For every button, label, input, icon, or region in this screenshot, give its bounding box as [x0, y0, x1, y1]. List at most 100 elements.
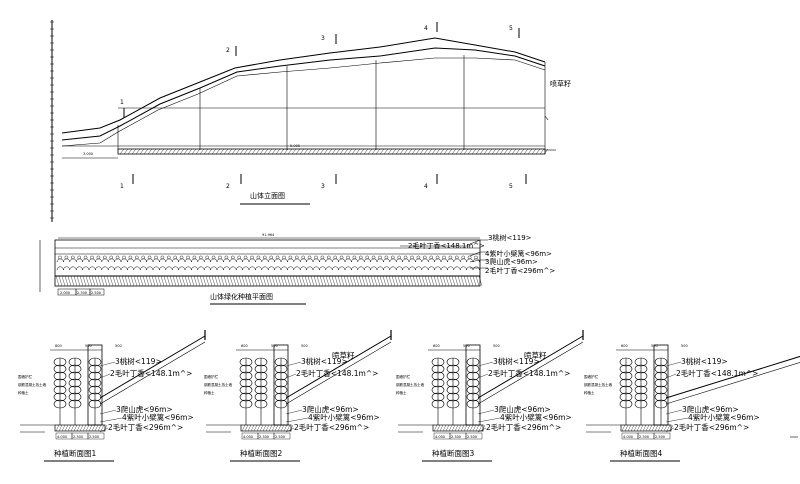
tree-mark — [109, 255, 113, 260]
section-plant-label: 2毛叶丁香<148.1m^> — [488, 368, 570, 378]
terrain-profile-top — [61, 37, 546, 134]
shrub-mark — [88, 266, 96, 271]
hatch-stroke — [147, 148, 153, 155]
section-hatch-stroke — [289, 424, 294, 432]
plan-hatch-stroke — [130, 275, 135, 287]
plan-hatch-stroke — [235, 275, 240, 287]
section-top-dim: 500 — [493, 344, 500, 348]
plan-hatch-stroke — [355, 275, 360, 287]
hatch-stroke — [523, 148, 529, 155]
tree-mark — [179, 255, 184, 260]
shrub-mark — [370, 266, 378, 271]
plan-hatch-stroke — [259, 275, 264, 287]
elevation-ground-dim: 3.000 — [83, 152, 93, 156]
section-mark-1-top: 1 — [120, 99, 124, 106]
plan-hatch-stroke — [151, 275, 156, 287]
plan-hatch-stroke — [148, 275, 153, 287]
tree-mark — [205, 255, 209, 260]
hatch-stroke — [259, 148, 265, 155]
section-side-label: 钢筋混凝土挡土墙 — [18, 382, 46, 387]
section-plant-label: 4紫叶小檗篱<96m> — [122, 412, 194, 422]
shrub-mark — [82, 266, 90, 271]
plan-hatch-stroke — [244, 275, 249, 287]
tree-mark — [90, 255, 94, 260]
tree-mark — [211, 255, 216, 260]
tree-mark — [224, 255, 229, 260]
section-hatch-stroke — [277, 424, 282, 432]
plan-hatch-stroke — [55, 275, 60, 287]
section-hatch-stroke — [669, 424, 674, 432]
hatch-stroke — [231, 148, 237, 155]
shrub-mark — [306, 266, 314, 271]
plan-shrub-row-2 — [56, 266, 480, 271]
section-hatch-stroke — [639, 424, 644, 432]
hatch-stroke — [383, 148, 389, 155]
plan-hatch-stroke — [364, 275, 369, 287]
hatch-stroke — [371, 148, 377, 155]
hatch-stroke — [187, 148, 193, 155]
plan-hatch-stroke — [79, 275, 84, 287]
label-leader — [285, 409, 303, 415]
shrub-mark — [447, 266, 455, 271]
plan-hatch-stroke — [370, 275, 375, 287]
plan-hatch-stroke — [460, 275, 465, 287]
tree-mark — [378, 255, 382, 260]
section-hatch-stroke — [91, 424, 96, 432]
elevation-spray-label: 喷草籽 — [550, 79, 571, 88]
plan-hatch-stroke — [340, 275, 345, 287]
section-plant-label: 3爬山虎<96m> — [494, 404, 551, 414]
hatch-stroke — [355, 148, 361, 155]
elevation-base-dim: 5.000 — [290, 144, 300, 148]
plan-hatch-stroke — [376, 275, 381, 287]
plan-bottom-dim-3: 2.500 — [91, 291, 101, 295]
tree-mark — [435, 255, 440, 260]
section-side-label: 种植土 — [204, 390, 215, 395]
plan-hatch-stroke — [382, 275, 387, 287]
plan-hatch-stroke — [262, 275, 267, 287]
shrub-mark — [427, 266, 435, 271]
tree-mark — [237, 255, 241, 260]
shrub-mark — [319, 266, 327, 271]
plan-hatch-stroke — [361, 275, 366, 287]
plan-hatch-stroke — [97, 275, 102, 287]
section-hatch-stroke — [481, 424, 486, 432]
section-title: 种植断面图2 — [240, 448, 282, 458]
tree-mark — [384, 255, 389, 260]
plan-hatch-stroke — [145, 275, 150, 287]
hatch-stroke — [255, 148, 261, 155]
section-top-dim: 500 — [271, 344, 278, 348]
hatch-stroke — [235, 148, 241, 155]
tree-mark — [186, 255, 190, 260]
shrub-mark — [139, 266, 147, 271]
tree-mark — [467, 255, 472, 260]
section-top-dim: 500 — [463, 344, 470, 348]
shrub-mark — [191, 266, 199, 271]
plan-view: 91.964 3桃树<119> 2毛叶丁香<148.1m^> 4紫叶小檗篱<96… — [39, 233, 555, 305]
section-mark-5-top: 5 — [509, 25, 513, 32]
plan-hatch-stroke — [106, 275, 111, 287]
tree-mark — [141, 255, 145, 260]
tree-mark — [166, 255, 171, 260]
plan-hatch-stroke — [214, 275, 219, 287]
shrub-mark — [146, 266, 154, 271]
tree-mark — [64, 255, 69, 260]
section-hatch-stroke — [445, 424, 450, 432]
tree-mark — [230, 255, 235, 260]
hatch-stroke — [363, 148, 369, 155]
plan-hatch-stroke — [304, 275, 309, 287]
section-hatch-stroke — [457, 424, 462, 432]
plan-hatch-stroke — [352, 275, 357, 287]
plan-hatch-stroke — [217, 275, 222, 287]
slope-line-inner — [99, 341, 206, 405]
slope-line-inner — [285, 341, 392, 405]
shrub-mark — [184, 266, 192, 271]
shrub-mark — [107, 266, 115, 271]
plan-hatch-stroke — [454, 275, 459, 287]
hatch-stroke — [155, 148, 161, 155]
plan-hatch-stroke — [343, 275, 348, 287]
plan-hatch-stroke — [394, 275, 399, 287]
plan-hatch-stroke — [421, 275, 426, 287]
hatch-stroke — [519, 148, 525, 155]
plan-hatch-stroke — [277, 275, 282, 287]
